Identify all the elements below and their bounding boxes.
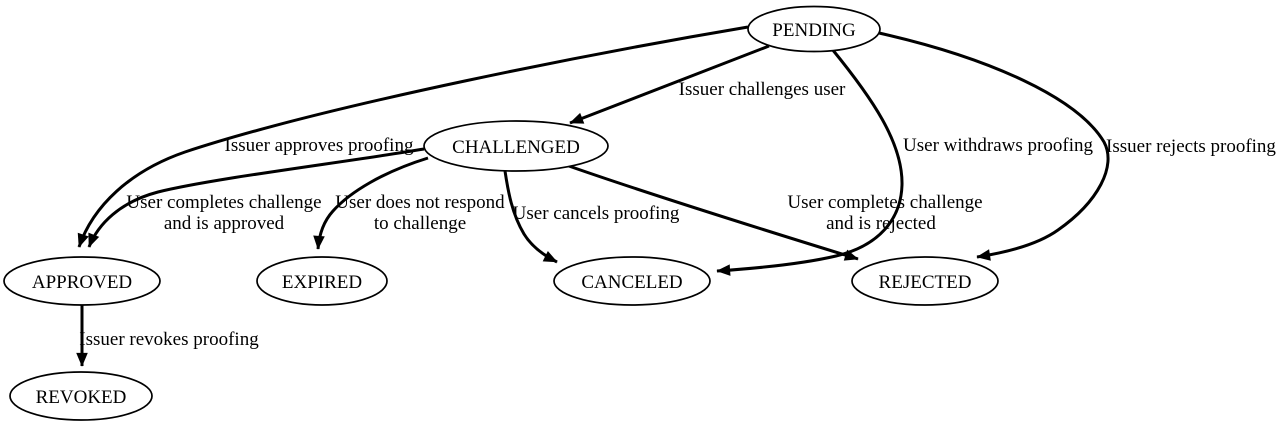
edge-label-user-withdraws-proofing: User withdraws proofing — [903, 135, 1093, 156]
node-pending-label: PENDING — [772, 20, 856, 41]
edges — [76, 25, 1110, 367]
edge-challenged-rejected — [565, 163, 859, 261]
edge-label-completes-approved-line1: User completes challenge — [126, 192, 321, 213]
node-canceled-label: CANCELED — [581, 272, 682, 293]
edge-pending-challenged — [569, 44, 770, 125]
node-rejected-label: REJECTED — [879, 272, 972, 293]
edge-challenged-approved — [87, 147, 425, 248]
node-approved-label: APPROVED — [32, 272, 132, 293]
edge-label-completes-rejected-line1: User completes challenge — [787, 192, 982, 213]
node-expired: EXPIRED — [256, 256, 388, 306]
edge-pending-canceled — [716, 48, 904, 276]
edge-label-issuer-revokes-proofing: Issuer revokes proofing — [79, 329, 259, 350]
edge-label-issuer-challenges-user: Issuer challenges user — [679, 79, 846, 100]
node-approved: APPROVED — [3, 256, 161, 306]
edge-labels: Issuer challenges user Issuer approves p… — [79, 79, 1276, 350]
edge-pending-approved — [77, 25, 749, 248]
node-challenged-ellipse — [423, 120, 609, 172]
node-approved-ellipse — [3, 256, 161, 306]
edge-label-issuer-approves-proofing: Issuer approves proofing — [225, 135, 414, 156]
node-revoked-ellipse — [9, 371, 153, 421]
edge-label-no-respond-line2: to challenge — [374, 213, 466, 234]
node-challenged: CHALLENGED — [423, 120, 609, 172]
edge-pending-rejected — [878, 31, 1110, 261]
node-expired-ellipse — [256, 256, 388, 306]
edge-label-issuer-rejects-proofing: Issuer rejects proofing — [1106, 136, 1276, 157]
edge-challenged-expired — [313, 156, 429, 250]
edge-label-completes-rejected-line2: and is rejected — [826, 213, 936, 234]
node-rejected: REJECTED — [851, 256, 999, 306]
edge-label-no-respond-line1: User does not respond — [335, 192, 505, 213]
node-rejected-ellipse — [851, 256, 999, 306]
edge-label-user-cancels-proofing: User cancels proofing — [513, 203, 680, 224]
node-pending: PENDING — [747, 5, 881, 53]
edge-label-completes-approved-line2: and is approved — [164, 213, 285, 234]
node-canceled-ellipse — [553, 256, 711, 306]
nodes: PENDING CHALLENGED APPROVED EXPIRED CANC… — [3, 5, 999, 421]
node-canceled: CANCELED — [553, 256, 711, 306]
node-revoked: REVOKED — [9, 371, 153, 421]
node-challenged-label: CHALLENGED — [452, 137, 580, 158]
node-pending-ellipse — [747, 5, 881, 53]
edge-challenged-canceled — [503, 170, 558, 264]
node-expired-label: EXPIRED — [282, 272, 362, 293]
node-revoked-label: REVOKED — [36, 387, 127, 408]
